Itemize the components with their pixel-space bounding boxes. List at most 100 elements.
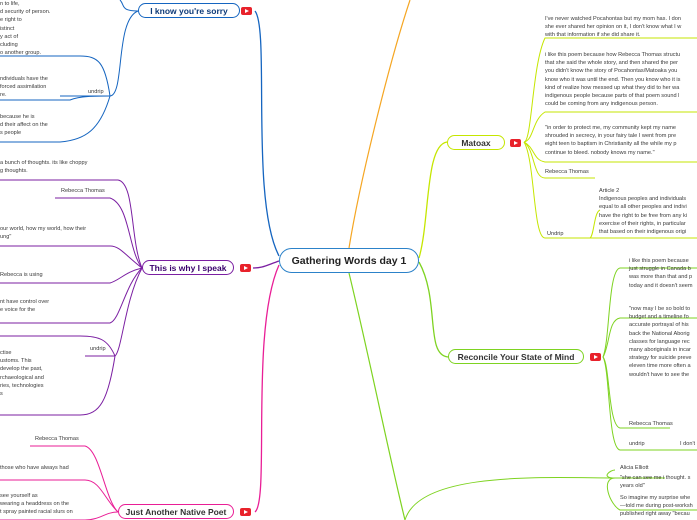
- text-line: I've never watched Pocahontas but my mom…: [545, 16, 682, 22]
- text-line: Article 2: [599, 188, 620, 194]
- text-line: know who it was until the end. Then you …: [545, 76, 681, 83]
- matoax-text-2: i like this poem because how Rebecca Tho…: [545, 51, 680, 108]
- text-line: today and it doesn't seem: [629, 282, 693, 289]
- connector-sorry: [254, 10, 280, 257]
- matoax-article: Article 2 Indigenous peoples and individ…: [599, 187, 687, 236]
- reconcile-undrip-text: I don't: [680, 441, 696, 447]
- connector-speak: [252, 260, 280, 269]
- alicia-author: Alicia Elliott: [620, 465, 649, 471]
- text-line: d security of person.: [0, 9, 51, 16]
- text-line: indigenous people because parts of that …: [545, 93, 680, 100]
- youtube-icon[interactable]: [240, 264, 251, 272]
- text-line: eight teen to baptism in Christianity al…: [545, 141, 677, 148]
- text-line: that she said the whole story, and then …: [545, 60, 678, 67]
- sorry-text-block-3: because he is d their affect on the s pe…: [0, 113, 48, 138]
- text-line: accurate portrayal of his: [629, 322, 689, 329]
- text-line: t spray painted racial slurs on: [0, 509, 73, 516]
- text-line: ndividuals have the: [0, 76, 48, 82]
- alicia-text: So imagine my surprise whe —told me durin…: [620, 494, 693, 519]
- connector-matoax: [418, 141, 448, 259]
- youtube-icon[interactable]: [240, 508, 251, 516]
- reconcile-text-1: i like this poem because just struggle i…: [629, 257, 693, 290]
- connector-poet: [254, 264, 280, 513]
- topic-matoax[interactable]: Matoax: [447, 135, 505, 150]
- poet-author: Rebecca Thomas: [35, 436, 79, 442]
- reconcile-undrip-label[interactable]: undrip: [629, 441, 645, 447]
- alicia-quote: "she can see me i thought. s years old": [620, 474, 690, 490]
- text-line: ustoms. This: [0, 358, 32, 365]
- text-line: could be coming from any indigenous pers…: [545, 101, 658, 108]
- text-line: "she can see me i thought. s: [620, 475, 691, 481]
- text-line: rchaeological and: [0, 374, 44, 381]
- connector-bottom-green: [348, 272, 406, 520]
- text-line: n to life,: [0, 1, 20, 7]
- text-line: continue to bleed. nobody knows my name.…: [545, 149, 655, 156]
- text-line: published right away "becau: [620, 511, 690, 518]
- speak-author: Rebecca Thomas: [61, 188, 105, 194]
- reconcile-quote: "now may I be so bold to budget and a ti…: [629, 305, 692, 379]
- text-line: i like this poem because: [629, 258, 689, 264]
- text-line: have the right to be free from any ki: [599, 212, 687, 219]
- text-line: wearing a headdress on the: [0, 501, 70, 508]
- topic-this-is-why-i-speak[interactable]: This is why I speak: [142, 260, 234, 275]
- matoax-undrip-label[interactable]: Undrip: [547, 231, 564, 237]
- text-line: e right to: [0, 17, 22, 24]
- text-line: e voice for the: [0, 307, 36, 314]
- text-line: re.: [0, 92, 7, 99]
- text-line: —told me during post-worksh: [620, 503, 693, 510]
- text-line: cluding: [0, 42, 18, 49]
- text-line: "in order to protect me, my community ke…: [545, 125, 676, 131]
- text-line: d their affect on the: [0, 122, 48, 129]
- topic-just-another-native-poet[interactable]: Just Another Native Poet: [118, 504, 234, 519]
- speak-more: nt have control over e voice for the: [0, 298, 49, 314]
- sorry-text-block-2: ndividuals have the forced assimilation …: [0, 75, 48, 100]
- text-line: kind of realize how messed up what they …: [545, 84, 680, 91]
- text-line: back the National Aborig: [629, 330, 690, 337]
- text-line: So imagine my surprise whe: [620, 495, 691, 501]
- text-line: ung": [0, 234, 12, 241]
- text-line: g thoughts.: [0, 168, 28, 175]
- speak-intro: a bunch of thoughts. its like choppy g t…: [0, 159, 87, 175]
- text-line: years old": [620, 483, 645, 490]
- text-line: o another group.: [0, 50, 42, 57]
- text-line: y act of: [0, 33, 19, 40]
- topic-reconcile-your-state-of-mind[interactable]: Reconcile Your State of Mind: [448, 349, 584, 364]
- text-line: strategy for suicide preve: [629, 355, 692, 362]
- text-line: forced assimilation: [0, 84, 47, 91]
- text-line: "now may I be so bold to: [629, 306, 691, 312]
- text-line: ctise: [0, 350, 12, 356]
- reconcile-author: Rebecca Thomas: [629, 421, 673, 427]
- sorry-text-block: n to life, d security of person. e right…: [0, 0, 50, 57]
- text-line: i like this poem because how Rebecca Tho…: [545, 52, 681, 58]
- text-line: s people: [0, 130, 22, 137]
- sorry-undrip-label[interactable]: undrip: [88, 89, 104, 95]
- topic-i-know-youre-sorry[interactable]: I know you're sorry: [138, 3, 240, 18]
- text-line: exercise of their rights, in particular: [599, 220, 686, 227]
- text-line: with that information if she did share i…: [545, 32, 641, 39]
- speak-article: ctise ustoms. This develop the past, rch…: [0, 349, 44, 398]
- text-line: our world, how my world, how their: [0, 226, 87, 232]
- text-line: classes for language rec: [629, 338, 690, 345]
- text-line: equal to all other peoples and indivi: [599, 204, 687, 211]
- connector-reconcile: [418, 261, 449, 358]
- youtube-icon[interactable]: [241, 7, 252, 15]
- connector-top-orange: [348, 0, 411, 249]
- youtube-icon[interactable]: [590, 353, 601, 361]
- speak-note: Rebecca is using: [0, 272, 43, 278]
- text-line: a bunch of thoughts. its like choppy: [0, 160, 88, 166]
- text-line: ries, technologies: [0, 382, 44, 389]
- central-topic[interactable]: Gathering Words day 1: [279, 248, 419, 273]
- youtube-icon[interactable]: [510, 139, 521, 147]
- speak-undrip-label[interactable]: undrip: [90, 346, 106, 352]
- matoax-text-1: I've never watched Pocahontas but my mom…: [545, 15, 681, 40]
- matoax-author: Rebecca Thomas: [545, 169, 589, 175]
- text-line: Indigenous peoples and individuals: [599, 196, 687, 203]
- poet-text-1: those who have always had: [0, 465, 69, 471]
- text-line: s: [0, 391, 3, 398]
- text-line: develop the past,: [0, 366, 43, 373]
- text-line: wouldn't have to see the: [629, 371, 690, 378]
- text-line: many aboriginals in incar: [629, 347, 691, 354]
- text-line: shrouded in secrecy, in your fairy tale …: [545, 133, 677, 140]
- text-line: you didn't know the story of Pocahontas/…: [545, 68, 678, 75]
- speak-quote: our world, how my world, how their ung": [0, 225, 86, 241]
